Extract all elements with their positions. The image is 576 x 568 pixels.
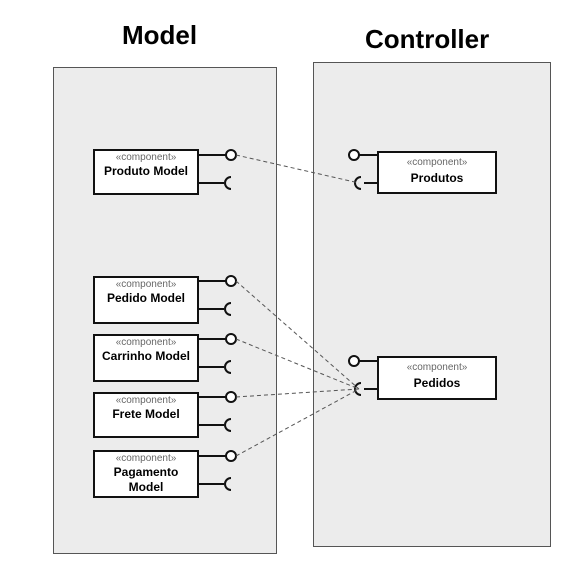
provided-interface[interactable] [348, 149, 377, 161]
provided-interface[interactable] [199, 275, 237, 287]
dependency-line [235, 154, 360, 184]
pagamento-model-component[interactable]: «component» Pagamento Model [93, 450, 199, 498]
component-name: Pagamento Model [113, 465, 179, 494]
stereotype-label: «component» [406, 157, 468, 168]
dependency-line [235, 388, 360, 457]
frete-model-component[interactable]: «component» Frete Model [93, 392, 199, 438]
required-interface[interactable] [199, 302, 232, 316]
model-heading: Model [122, 20, 198, 50]
provided-interface[interactable] [199, 391, 237, 403]
provided-interface[interactable] [199, 450, 237, 462]
dependency-line [235, 280, 360, 390]
component-name: Produto Model [104, 164, 188, 178]
provided-interface[interactable] [348, 355, 377, 367]
pedidos-component[interactable]: «component» Pedidos [377, 356, 497, 400]
carrinho-model-component[interactable]: «component» Carrinho Model [93, 334, 199, 382]
produto-model-component[interactable]: «component» Produto Model [93, 149, 199, 195]
dependency-line [235, 338, 360, 390]
required-interface[interactable] [199, 360, 232, 374]
controller-panel [313, 62, 551, 547]
component-name: Carrinho Model [101, 349, 190, 363]
required-interface[interactable] [199, 477, 232, 491]
provided-interface[interactable] [199, 333, 237, 345]
stereotype-label: «component» [115, 453, 177, 464]
component-name: Pedido Model [107, 291, 185, 305]
stereotype-label: «component» [406, 362, 468, 373]
required-interface[interactable] [199, 418, 232, 432]
stereotype-label: «component» [115, 279, 177, 290]
required-interface[interactable] [354, 176, 377, 190]
pedido-model-component[interactable]: «component» Pedido Model [93, 276, 199, 324]
component-name: Pedidos [413, 376, 461, 390]
stereotype-label: «component» [115, 395, 177, 406]
stereotype-label: «component» [115, 337, 177, 348]
produtos-component[interactable]: «component» Produtos [377, 151, 497, 194]
component-name: Produtos [410, 171, 464, 185]
controller-heading: Controller [365, 24, 490, 54]
required-interface[interactable] [199, 176, 232, 190]
dependency-line [235, 388, 360, 398]
component-name: Frete Model [112, 407, 180, 421]
stereotype-label: «component» [115, 152, 177, 163]
provided-interface[interactable] [199, 149, 237, 161]
